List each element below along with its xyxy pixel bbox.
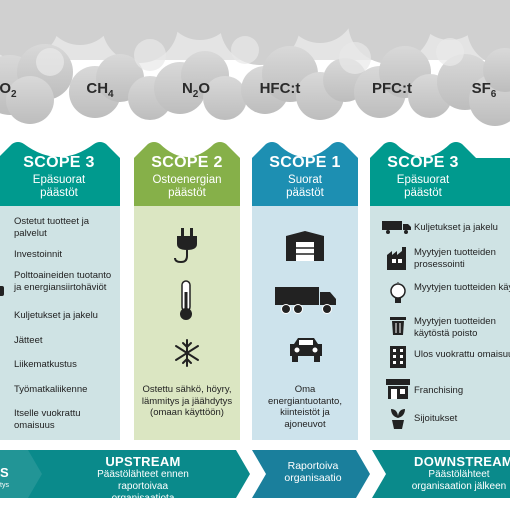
gas-label-pfc: PFC:t (372, 80, 412, 97)
scope-subtitle: Epäsuorat päästöt (396, 174, 450, 199)
upstream-subtitle: Päästölähteet ennen raportoivaa organisa… (97, 469, 189, 504)
gas-label-n2o: N2O (181, 80, 211, 100)
gas-label-sf6: SF6 (471, 80, 497, 100)
scope-subtitle: Suorat päästöt (286, 174, 324, 199)
scope2-card: SCOPE 2 Ostoenergian päästöt Ostettu säh… (134, 140, 240, 440)
flow-arrows (0, 450, 510, 498)
scope3-downstream-card: SCOPE 3 Epäsuorat päästöt (370, 140, 510, 440)
list-item: Franchising (414, 385, 464, 396)
scope1-header: SCOPE 1 Suorat päästöt (252, 148, 358, 200)
downstream-label: DOWNSTREAM Päästölähteet organisaation j… (392, 454, 510, 493)
scope-subtitle: Epäsuorat päästöt (32, 174, 86, 199)
trash-can-icon (390, 317, 406, 335)
factory-icon (286, 231, 324, 261)
shop-icon (386, 379, 410, 399)
list-item: Liikematkustus (14, 359, 77, 370)
list-item: Myytyjen tuotteiden prosessointi (414, 247, 496, 270)
scope3-upstream-card: SCOPE 3 Epäsuorat päästöt Ostetut tuotte… (0, 140, 120, 440)
downstream-title: DOWNSTREAM (414, 454, 510, 469)
scope-title: SCOPE 3 (387, 154, 459, 171)
scope2-header: SCOPE 2 Ostoenergian päästöt (134, 148, 240, 200)
scope3-upstream-header: SCOPE 3 Epäsuorat päästöt (0, 148, 120, 200)
snowflake-icon (175, 339, 199, 367)
upstream-label: UPSTREAM Päästölähteet ennen raportoivaa… (48, 454, 238, 505)
list-item: Ulos vuokrattu omaisuus (414, 349, 510, 360)
scope2-caption: Ostettu sähkö, höyry, lämmitys ja jäähdy… (141, 384, 233, 418)
list-item: Kuljetukset ja jakelu (414, 222, 498, 233)
lightbulb-icon (390, 282, 406, 303)
upstream-title: UPSTREAM (105, 454, 181, 469)
scope-title: SCOPE 1 (269, 154, 341, 171)
truck-icon (0, 286, 4, 296)
gas-label-o2: O2 (0, 80, 17, 100)
downstream-subtitle: Päästölähteet organisaation jälkeen (411, 469, 507, 492)
car-icon (290, 338, 322, 362)
apartment-building-icon (390, 346, 406, 368)
scope3-downstream-header: SCOPE 3 Epäsuorat päästöt (370, 148, 476, 200)
list-item: Kuljetukset ja jakelu (14, 310, 98, 321)
left-fragment-sub: tys (0, 482, 9, 489)
gas-label-hfc: HFC:t (259, 80, 301, 97)
list-item: Polttoaineiden tuotanto ja energiansiirt… (14, 270, 112, 293)
left-fragment: S (0, 465, 9, 480)
scope1-card: SCOPE 1 Suorat päästöt Oma energiantuota… (252, 140, 358, 440)
gas-label-ch4: CH4 (86, 80, 114, 100)
factory-icon (387, 247, 406, 270)
list-item: Ostetut tuotteet ja palvelut (14, 216, 89, 239)
scope-subtitle: Ostoenergian päästöt (152, 174, 222, 199)
list-item: Sijoitukset (414, 413, 458, 424)
plug-icon (174, 228, 197, 264)
truck-icon (275, 287, 336, 314)
list-item: Myytyjen tuotteiden käytöstä poisto (414, 316, 496, 339)
scope-title: SCOPE 2 (151, 154, 223, 171)
scope1-caption: Oma energiantuotanto, kiinteistöt ja ajo… (268, 384, 342, 430)
thermometer-icon (180, 280, 192, 320)
list-item: Myytyjen tuotteiden käyttö (414, 282, 510, 293)
reporting-organisation-label: Raportoiva organisaatio (284, 460, 342, 484)
list-item: Työmatkaliikenne (14, 384, 88, 395)
scope-title: SCOPE 3 (23, 154, 95, 171)
list-item: Investoinnit (14, 249, 63, 260)
cloud-background (0, 0, 510, 126)
list-item: Itselle vuokrattu omaisuus (14, 408, 81, 431)
plant-pot-icon (391, 409, 405, 429)
list-item: Jätteet (14, 335, 43, 346)
truck-icon (382, 221, 411, 234)
